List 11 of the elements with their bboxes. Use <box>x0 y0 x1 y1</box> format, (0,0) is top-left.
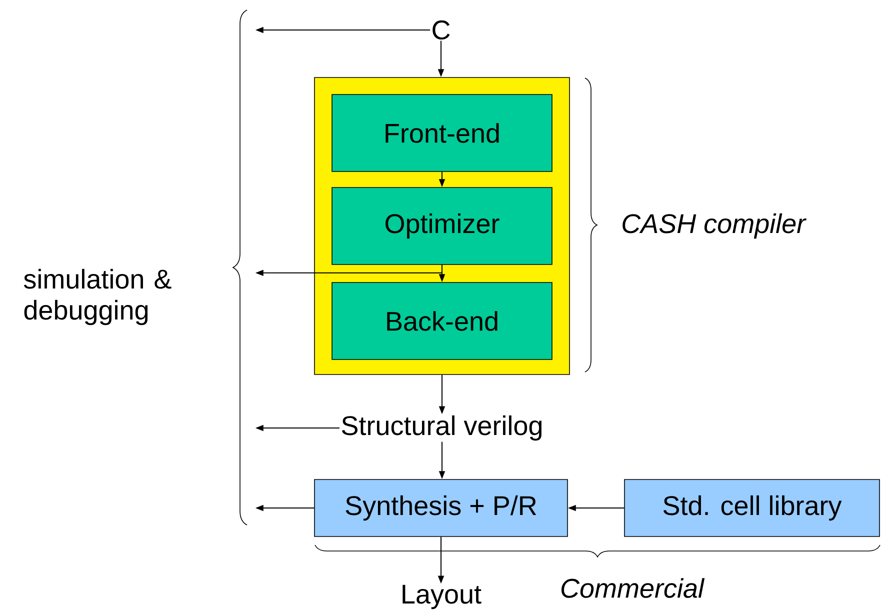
stage-box: Back-end <box>332 282 552 360</box>
library-box: Std. cell library <box>624 479 880 537</box>
stage-box: Front-end <box>332 94 552 172</box>
stage-box: Optimizer <box>332 187 552 265</box>
process-box: Synthesis + P/R <box>314 479 568 537</box>
output-label: Layout <box>402 584 482 610</box>
output-label: Structural verilog <box>342 415 542 441</box>
group-label: Commercial <box>562 578 705 598</box>
input-label: C <box>432 20 450 40</box>
node-label: CASH compiler <box>622 213 806 239</box>
side-label: simulation & debugging <box>24 268 172 326</box>
